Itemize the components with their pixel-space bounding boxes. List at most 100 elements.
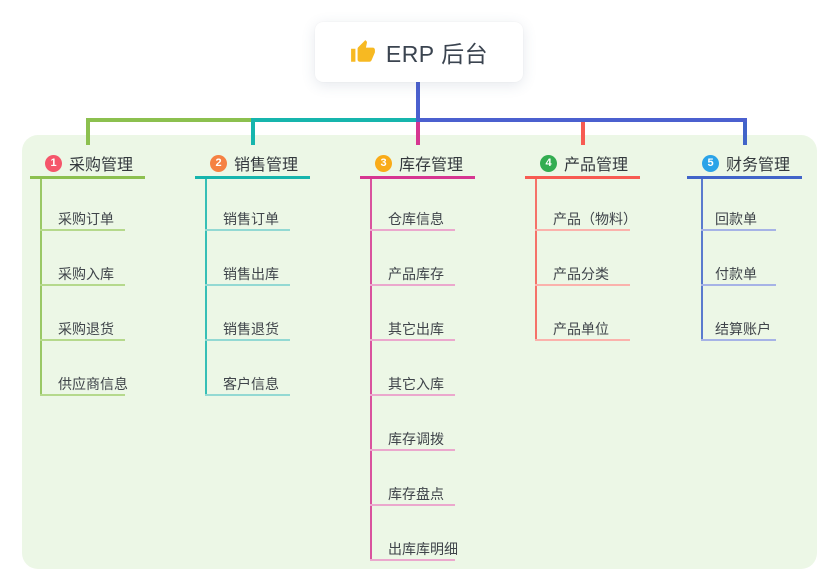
branch-number-badge: 1 <box>45 154 62 172</box>
connector-drop-finance <box>743 118 747 145</box>
branch-sales-topic[interactable]: 2 销售管理 <box>195 152 345 174</box>
connector-drop-inventory <box>416 118 420 145</box>
child-node-label: 采购入库 <box>58 266 114 282</box>
child-underline <box>701 339 776 341</box>
child-underline <box>40 339 125 341</box>
branches-background-panel <box>22 135 817 569</box>
child-underline <box>701 229 776 231</box>
child-node[interactable]: 销售退货 <box>195 319 345 341</box>
child-node-label: 产品单位 <box>553 321 609 337</box>
connector-drop-sales <box>251 118 255 145</box>
child-node[interactable]: 结算账户 <box>687 319 837 341</box>
child-node[interactable]: 出库库明细 <box>360 539 510 561</box>
child-node-label: 销售订单 <box>223 211 279 227</box>
root-node-label: ERP 后台 <box>385 41 489 67</box>
child-node[interactable]: 付款单 <box>687 264 837 286</box>
child-node-label: 付款单 <box>715 266 757 282</box>
branch-product: 4 产品管理 产品（物料） 产品分类 产品单位 <box>525 152 675 341</box>
child-node-label: 采购订单 <box>58 211 114 227</box>
branch-product-topic[interactable]: 4 产品管理 <box>525 152 675 174</box>
child-underline <box>370 559 455 561</box>
branch-number-badge: 4 <box>540 154 557 172</box>
child-node[interactable]: 库存盘点 <box>360 484 510 506</box>
child-node-label: 采购退货 <box>58 321 114 337</box>
child-node-label: 供应商信息 <box>58 376 128 392</box>
child-node-label: 其它出库 <box>388 321 444 337</box>
child-underline <box>205 229 290 231</box>
child-underline <box>535 284 630 286</box>
child-underline <box>370 284 455 286</box>
child-underline <box>370 339 455 341</box>
child-node[interactable]: 其它出库 <box>360 319 510 341</box>
connector-drop-product <box>581 118 585 145</box>
branch-topic-underline <box>687 176 802 179</box>
branch-topic-underline <box>30 176 145 179</box>
connector-trunk-blue <box>416 118 747 122</box>
child-node-label: 库存盘点 <box>388 486 444 502</box>
branch-tree-line <box>370 179 372 561</box>
child-underline <box>205 394 290 396</box>
branch-sales: 2 销售管理 销售订单 销售出库 销售退货 客户信息 <box>195 152 345 396</box>
child-node[interactable]: 客户信息 <box>195 374 345 396</box>
child-node[interactable]: 产品库存 <box>360 264 510 286</box>
child-underline <box>535 339 630 341</box>
branch-topic-label: 销售管理 <box>234 157 299 174</box>
connector-trunk-teal <box>251 118 420 122</box>
thumbs-up-icon <box>350 40 375 62</box>
child-node-label: 产品库存 <box>388 266 444 282</box>
child-node[interactable]: 产品单位 <box>525 319 675 341</box>
child-node[interactable]: 销售订单 <box>195 209 345 231</box>
branch-topic-label: 库存管理 <box>399 157 464 174</box>
branch-topic-underline <box>525 176 640 179</box>
child-node-label: 产品（物料） <box>553 211 637 227</box>
connector-trunk-green <box>86 118 255 122</box>
child-underline <box>40 229 125 231</box>
branch-number-badge: 5 <box>702 154 719 172</box>
child-underline <box>370 449 455 451</box>
child-underline <box>205 339 290 341</box>
connector-root-stem <box>416 82 420 122</box>
child-node[interactable]: 产品分类 <box>525 264 675 286</box>
branch-number-badge: 2 <box>210 154 227 172</box>
child-node-label: 销售退货 <box>223 321 279 337</box>
branch-number-badge: 3 <box>375 154 392 172</box>
branch-inventory-topic[interactable]: 3 库存管理 <box>360 152 510 174</box>
child-node[interactable]: 回款单 <box>687 209 837 231</box>
child-node-label: 客户信息 <box>223 376 279 392</box>
branch-tree-line <box>701 179 703 341</box>
branch-topic-label: 产品管理 <box>564 157 629 174</box>
branch-finance: 5 财务管理 回款单 付款单 结算账户 <box>687 152 837 341</box>
branch-tree-line <box>205 179 207 396</box>
branch-topic-label: 财务管理 <box>726 157 791 174</box>
child-node[interactable]: 采购入库 <box>30 264 180 286</box>
child-node[interactable]: 销售出库 <box>195 264 345 286</box>
child-underline <box>370 504 455 506</box>
child-underline <box>701 284 776 286</box>
branch-purchase-topic[interactable]: 1 采购管理 <box>30 152 180 174</box>
child-node-label: 库存调拨 <box>388 431 444 447</box>
branch-tree-line <box>40 179 42 396</box>
child-node[interactable]: 库存调拨 <box>360 429 510 451</box>
child-node[interactable]: 采购订单 <box>30 209 180 231</box>
child-node[interactable]: 仓库信息 <box>360 209 510 231</box>
branch-topic-underline <box>195 176 310 179</box>
child-node[interactable]: 产品（物料） <box>525 209 675 231</box>
branch-inventory: 3 库存管理 仓库信息 产品库存 其它出库 其它入库 库存调拨 库存盘点 <box>360 152 510 561</box>
child-node-label: 回款单 <box>715 211 757 227</box>
child-node[interactable]: 供应商信息 <box>30 374 180 396</box>
child-underline <box>535 229 630 231</box>
child-node-label: 其它入库 <box>388 376 444 392</box>
child-underline <box>40 394 125 396</box>
branch-topic-underline <box>360 176 475 179</box>
root-node[interactable]: ERP 后台 <box>315 22 523 82</box>
child-node-label: 销售出库 <box>223 266 279 282</box>
child-node[interactable]: 其它入库 <box>360 374 510 396</box>
child-node[interactable]: 采购退货 <box>30 319 180 341</box>
branch-finance-topic[interactable]: 5 财务管理 <box>687 152 837 174</box>
child-underline <box>370 229 455 231</box>
child-node-label: 结算账户 <box>715 321 771 337</box>
connector-drop-purchase <box>86 118 90 145</box>
branch-tree-line <box>535 179 537 341</box>
child-node-label: 仓库信息 <box>388 211 444 227</box>
